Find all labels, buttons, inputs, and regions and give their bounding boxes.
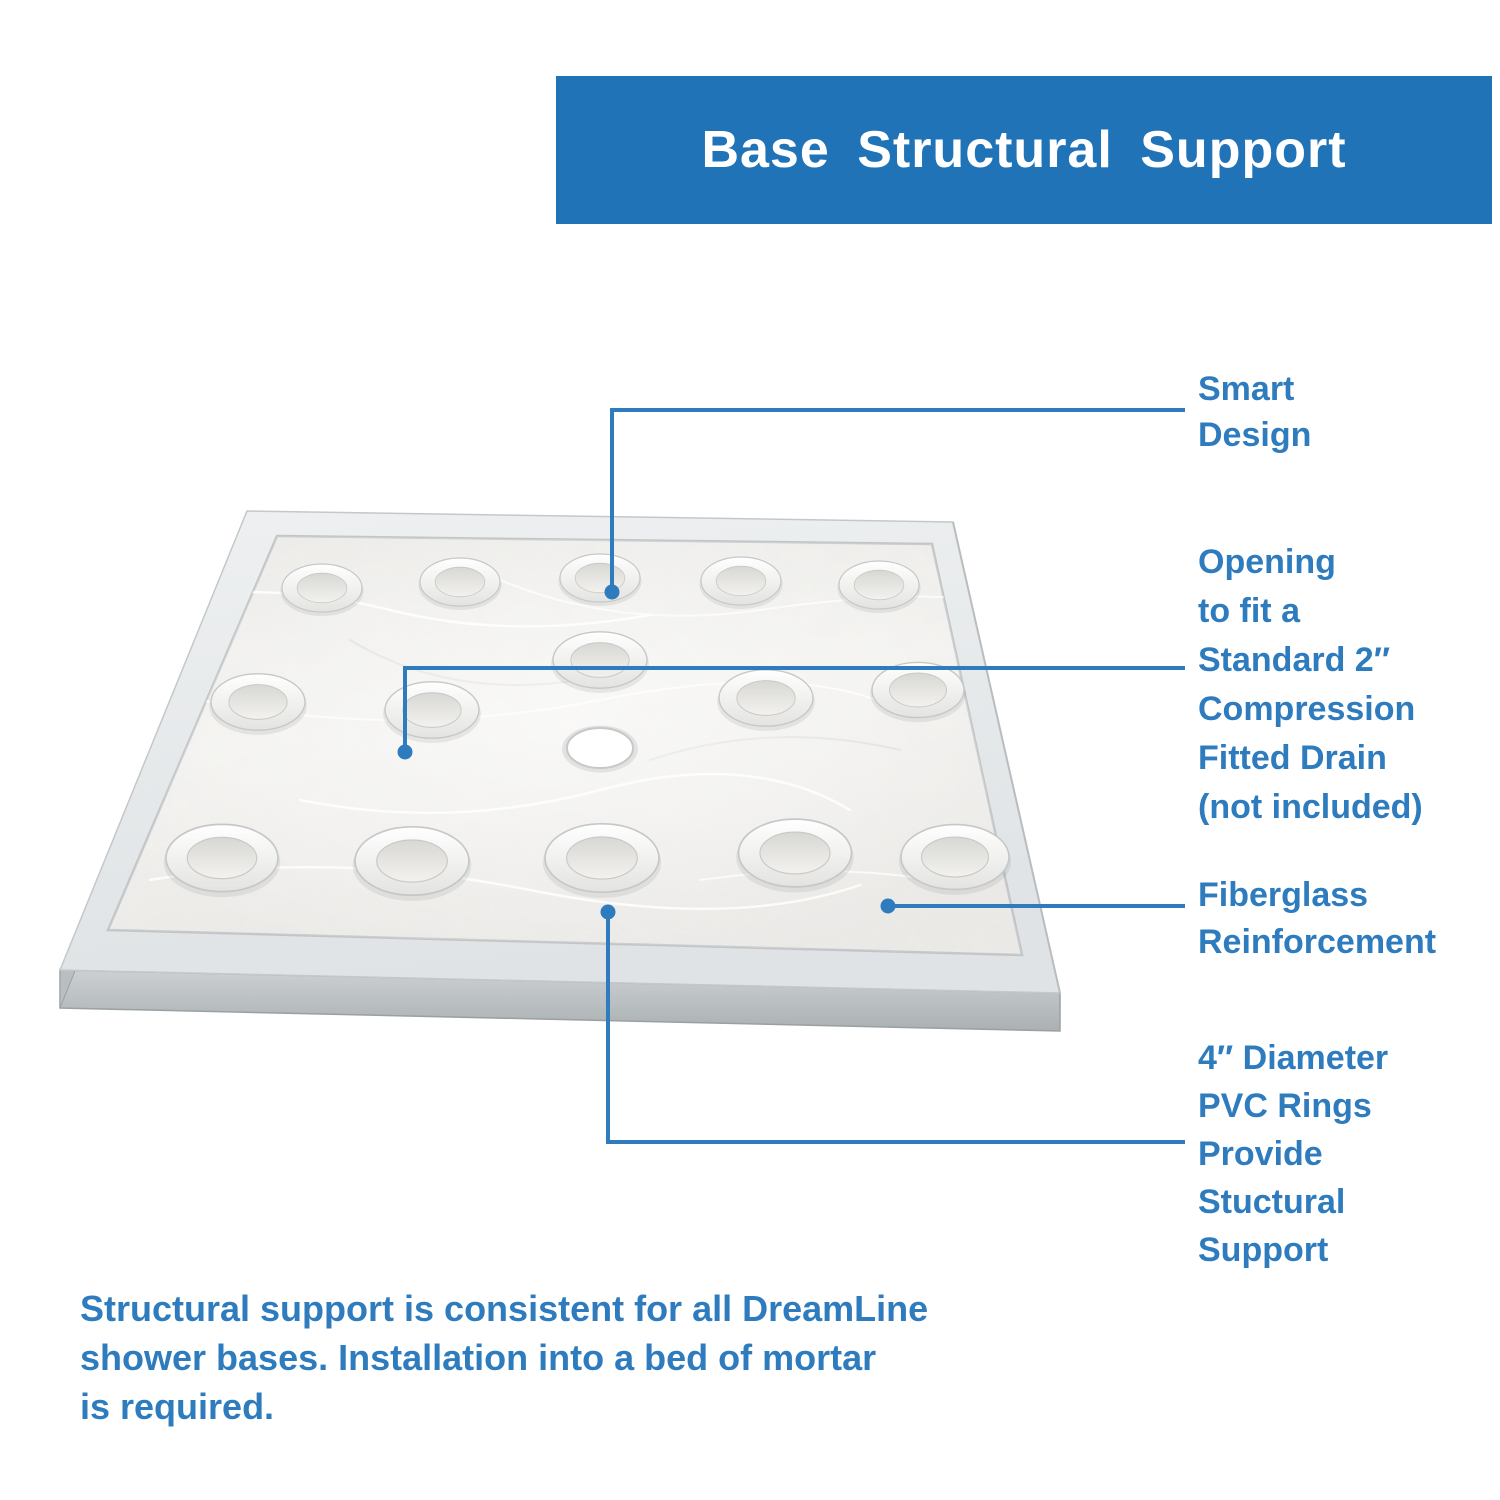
callout-smart-design: Smart Design	[1198, 366, 1311, 458]
shower-base-underside	[58, 510, 1061, 1032]
callout-text-line: Opening	[1198, 543, 1336, 581]
page-title: Base Structural Support	[701, 121, 1347, 179]
callout-text-line: Provide	[1198, 1135, 1323, 1173]
callout-line-drain-opening	[403, 666, 1185, 752]
callout-text-line: (not included)	[1198, 788, 1423, 826]
pvc-ring	[869, 661, 967, 723]
pvc-ring	[208, 673, 308, 736]
callout-lines	[397, 408, 1185, 1144]
callout-text-line: Reinforcement	[1198, 923, 1437, 961]
pvc-ring	[550, 631, 650, 694]
callout-text-line: Fiberglass	[1198, 876, 1369, 914]
footer-note-line: is required.	[80, 1386, 275, 1427]
footer-note: Structural support is consistent for all…	[80, 1284, 928, 1431]
callout-dot-pvc-rings	[600, 904, 616, 920]
pvc-ring	[557, 553, 643, 607]
callout-text-line: Fitted Drain	[1198, 739, 1387, 777]
pvc-ring	[698, 556, 784, 610]
pvc-ring	[382, 681, 482, 744]
callout-text-line: Support	[1198, 1231, 1329, 1269]
callout-text-line: Standard 2″	[1198, 641, 1390, 679]
footer-note-line: shower bases. Installation into a bed of…	[80, 1337, 877, 1378]
callout-text-line: 4″ Diameter	[1198, 1039, 1389, 1077]
footer-note-line: Structural support is consistent for all…	[80, 1288, 929, 1329]
callout-text-line: Compression	[1198, 690, 1416, 728]
callout-dot-smart-design	[604, 584, 620, 600]
pvc-ring	[898, 823, 1012, 896]
pvc-ring	[541, 822, 663, 899]
header-banner: Base Structural Support	[556, 76, 1492, 224]
callout-text-line: Stuctural	[1198, 1183, 1346, 1221]
pvc-ring	[417, 557, 503, 611]
callout-dot-drain-opening	[397, 744, 413, 760]
base-right-edge	[952, 521, 1061, 994]
drain-opening-hole	[562, 725, 638, 773]
callout-line-pvc-rings	[606, 912, 1185, 1144]
callout-fiberglass: Fiberglass Reinforcement	[1198, 872, 1436, 966]
callout-dot-fiberglass	[880, 898, 896, 914]
pvc-ring	[735, 818, 855, 894]
pvc-ring	[351, 825, 473, 902]
pvc-ring	[162, 823, 282, 899]
callout-text-line: to fit a	[1198, 592, 1300, 630]
callout-drain-opening: Opening to fit a Standard 2″ Compression…	[1198, 538, 1423, 832]
pvc-ring	[279, 563, 365, 617]
pvc-ring	[716, 669, 816, 732]
callout-pvc-rings: 4″ Diameter PVC Rings Provide Stuctural …	[1198, 1034, 1388, 1274]
callout-line-smart-design	[610, 408, 1185, 592]
callout-text-line: Smart	[1198, 370, 1295, 408]
pvc-ring	[836, 560, 922, 614]
callout-text-line: PVC Rings	[1198, 1087, 1372, 1125]
callout-text-line: Design	[1198, 416, 1312, 454]
